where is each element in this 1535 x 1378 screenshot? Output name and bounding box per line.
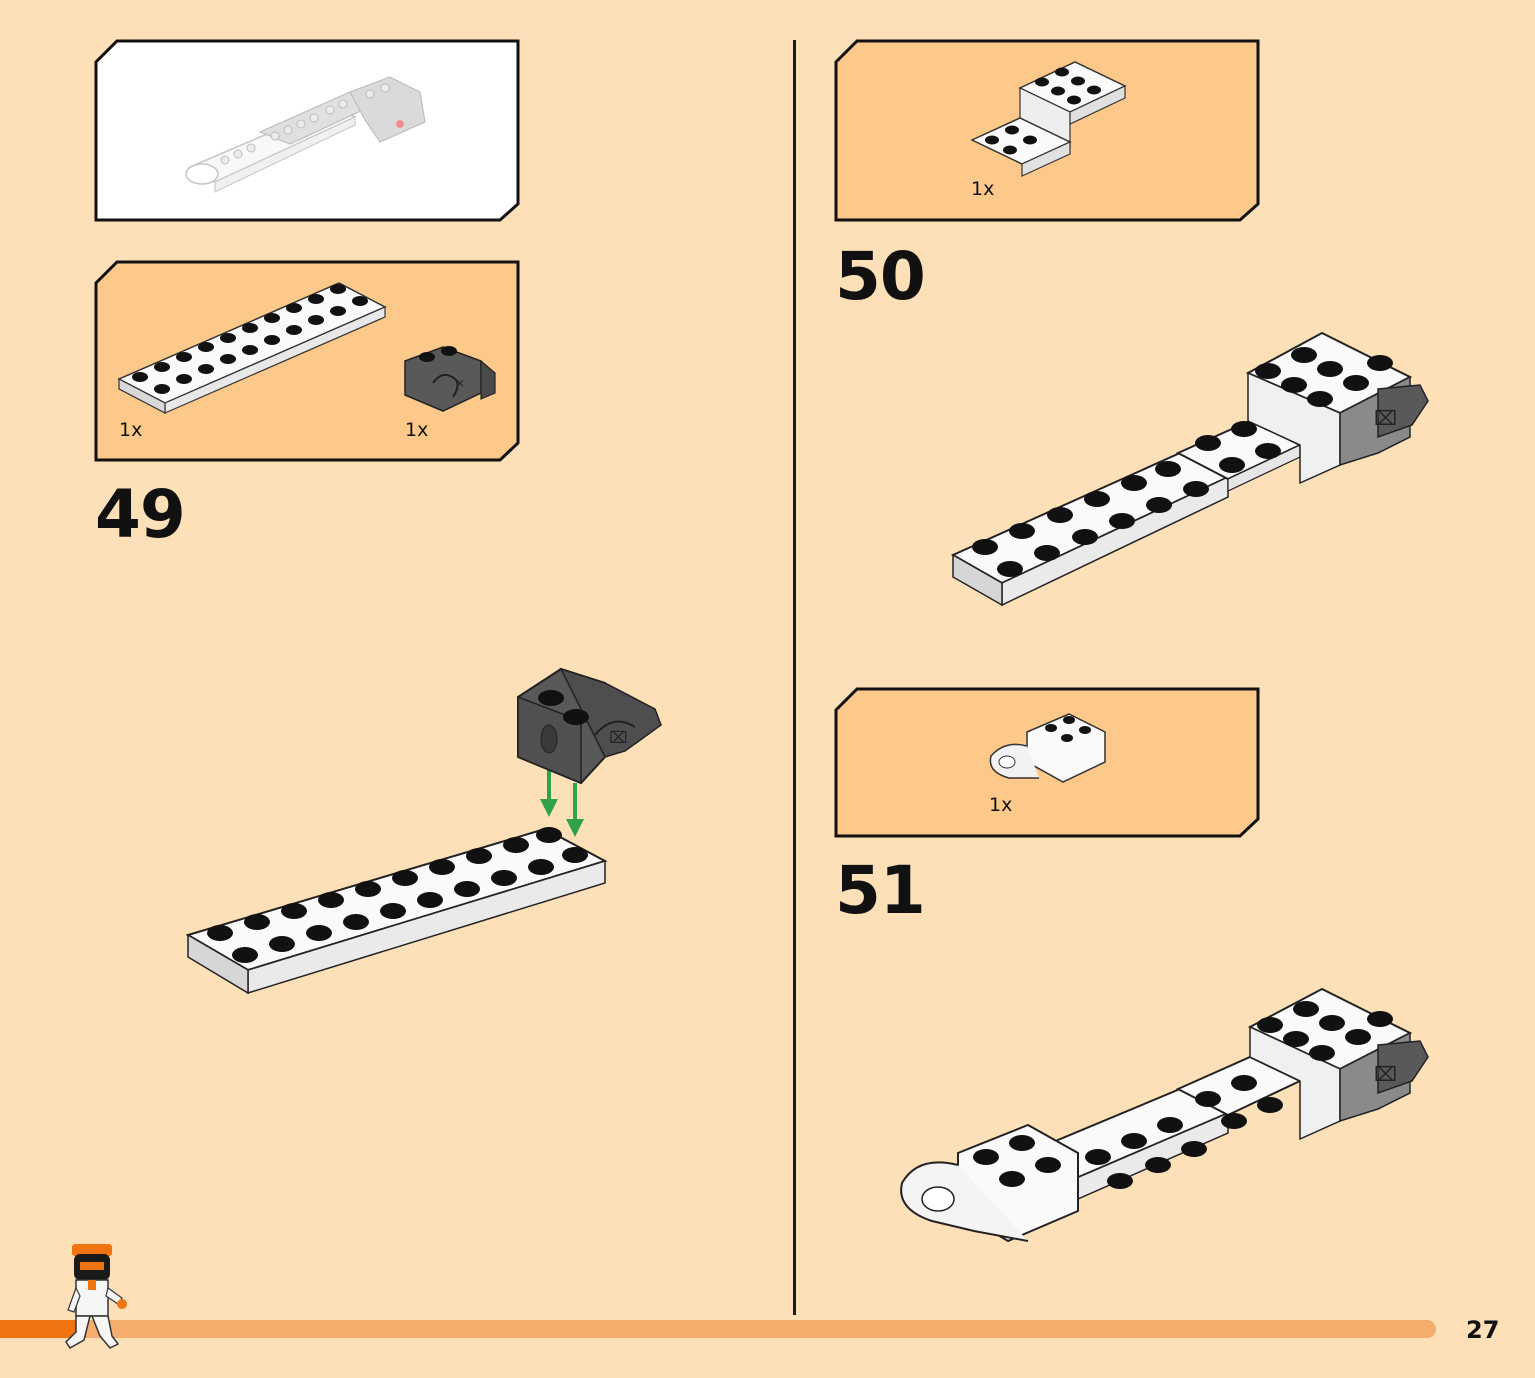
progress-track [0,1320,1436,1338]
bracket-plate-icon [970,61,1127,177]
step-51-parts-panel: 1x [834,687,1260,838]
svg-text:⌧: ⌧ [609,728,627,747]
plate-2x10-icon [117,282,387,414]
ball-socket-brick-icon [989,713,1106,783]
assembly-preview-icon [185,76,426,193]
step-51-part-1-qty: 1x [989,794,1013,816]
page-number: 27 [1466,1316,1500,1344]
step-50-part-1-qty: 1x [971,178,995,200]
step-51-number: 51 [835,852,926,929]
svg-text:⌧: ⌧ [1374,406,1397,430]
technic-bracket-icon: ⨯ [404,346,496,412]
minifigure-mascot-icon [65,1244,127,1349]
svg-text:⨯: ⨯ [455,376,465,390]
step-49-number: 49 [95,476,186,553]
step-49-parts-panel: ⨯ 1x 1x [94,260,520,462]
overview-panel [94,39,520,222]
step-49-part-2-qty: 1x [405,419,429,441]
progress-fill [0,1320,87,1338]
page-divider [793,40,796,1315]
step-50-number: 50 [835,238,926,315]
step-50-assembly-illustration: ⌧ [950,331,1429,607]
svg-text:⌧: ⌧ [1374,1062,1397,1086]
step-51-assembly-illustration: ⌧ [900,987,1429,1243]
step-49-part-1-qty: 1x [119,419,143,441]
step-49-assembly-illustration: ⌧ [185,667,662,995]
step-50-parts-panel: 1x [834,39,1260,222]
